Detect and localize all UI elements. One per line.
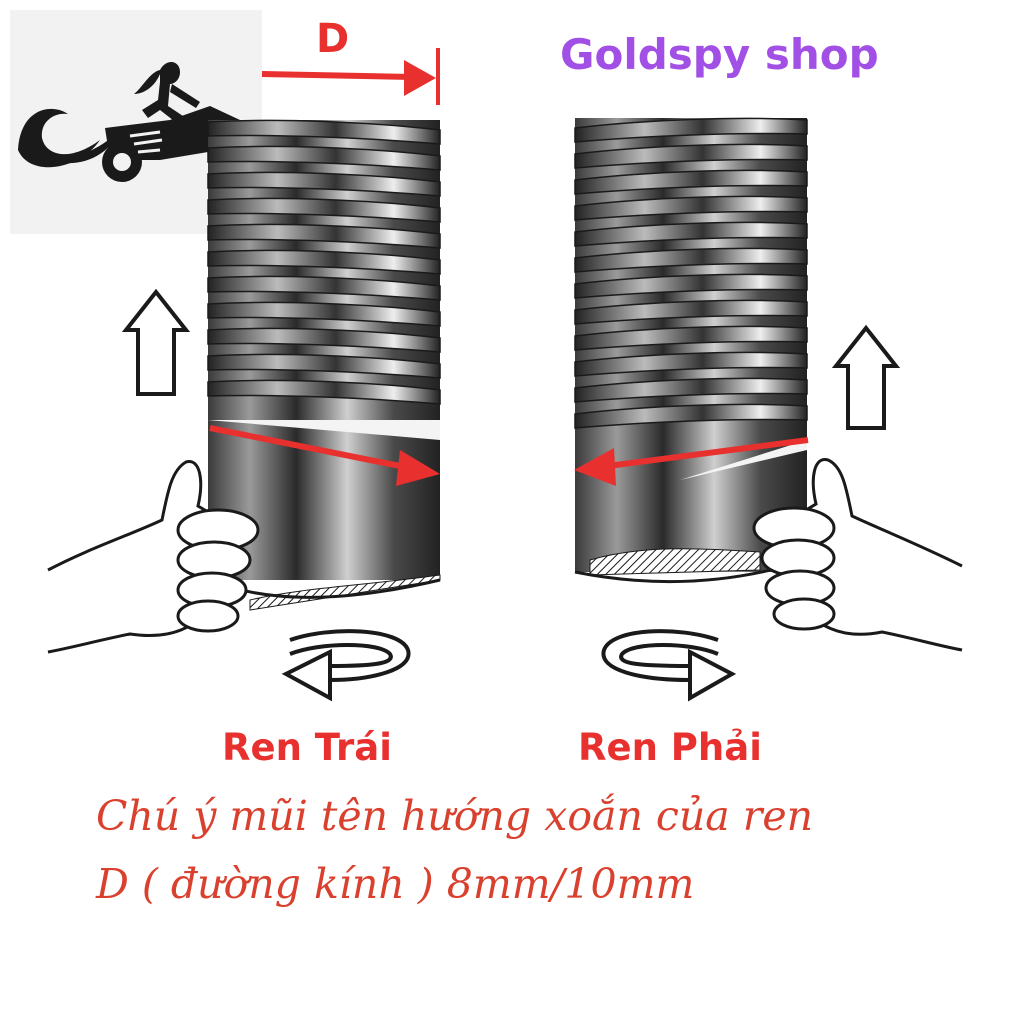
thread-ridge xyxy=(207,249,441,275)
thread-ridge xyxy=(207,145,441,171)
thread-ridge xyxy=(574,247,808,273)
thread-ridge xyxy=(574,273,808,299)
counterclockwise-arrow-icon xyxy=(281,629,411,702)
thread-ridge xyxy=(574,299,808,325)
thread-ridge xyxy=(207,223,441,249)
thread-ridge xyxy=(207,275,441,301)
thread-ridge xyxy=(207,301,441,327)
left-thread-label: Ren Trái xyxy=(222,726,392,769)
thread-ridge xyxy=(207,197,441,223)
thread-ridge xyxy=(574,117,808,143)
thumbs-up-hand-icon xyxy=(752,458,963,652)
thread-ridge xyxy=(574,169,808,195)
thread-ridge xyxy=(574,143,808,169)
thread-ridge xyxy=(207,119,441,145)
clockwise-arrow-icon xyxy=(601,629,737,702)
thread-ridge xyxy=(574,403,808,429)
thread-ridge xyxy=(207,379,441,405)
thread-ridge xyxy=(207,327,441,353)
diameter-symbol-label: D xyxy=(316,16,350,62)
note-line-diameter: D ( đường kính ) 8mm/10mm xyxy=(96,860,695,908)
right-helix-arrow xyxy=(574,437,809,486)
note-line-direction: Chú ý mũi tên hướng xoắn của ren xyxy=(96,792,813,840)
up-arrow-icon xyxy=(121,288,191,396)
thread-ridge xyxy=(574,221,808,247)
up-arrow-icon xyxy=(831,324,901,430)
thread-ridge xyxy=(574,325,808,351)
thread-ridge xyxy=(207,171,441,197)
left-thread-bolt xyxy=(207,119,441,611)
thumbs-up-hand-icon xyxy=(47,460,260,654)
diameter-dimension-arrow xyxy=(261,48,440,105)
thread-ridge xyxy=(574,377,808,403)
thread-ridge xyxy=(574,351,808,377)
left-helix-arrow xyxy=(209,425,440,486)
thread-ridge xyxy=(574,195,808,221)
right-thread-label: Ren Phải xyxy=(578,726,762,769)
shop-name: Goldspy shop xyxy=(560,30,879,79)
thread-ridge xyxy=(207,353,441,379)
